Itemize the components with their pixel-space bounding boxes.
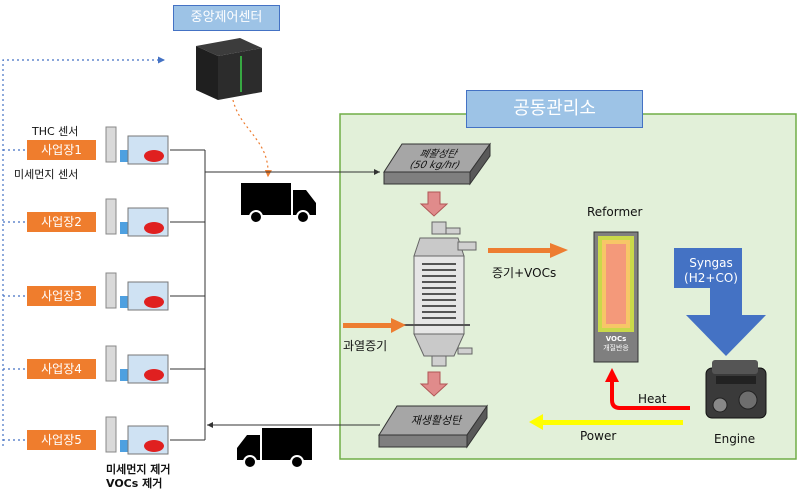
reformer-unit xyxy=(593,231,639,363)
truck-from-facility xyxy=(237,428,312,469)
site-equipment-2 xyxy=(105,198,169,237)
server-image xyxy=(196,38,262,100)
reformer-label: Reformer xyxy=(587,205,643,219)
power-arrow xyxy=(543,420,683,425)
site-1[interactable]: 사업장1 xyxy=(27,140,96,160)
power-label: Power xyxy=(580,429,617,443)
syngas-arrow xyxy=(674,248,766,356)
site-equipment-1 xyxy=(105,126,169,165)
control-center-label: 중앙제어센터 xyxy=(173,5,280,31)
reformer-inner-label: VOCs 개질반응 xyxy=(603,335,629,352)
site-3[interactable]: 사업장3 xyxy=(27,286,96,306)
steam-vocs-label: 증기+VOCs xyxy=(492,266,557,280)
dust-sensor-label: 미세먼지 센서 xyxy=(14,168,79,181)
engine-label: Engine xyxy=(714,432,756,446)
waste-carbon-label: 폐활성탄 (50 kg/hr) xyxy=(408,149,462,171)
dotted-blue-connector xyxy=(2,56,165,446)
engine-image xyxy=(705,360,767,419)
dust-removal-label: 미세먼지 제거 xyxy=(106,463,171,476)
down-arrow-2 xyxy=(419,371,449,397)
site-4[interactable]: 사업장4 xyxy=(27,359,96,379)
superheated-steam-label: 과열증기 xyxy=(343,339,388,353)
superheated-steam-arrow xyxy=(343,318,406,333)
heat-arrow xyxy=(610,380,690,410)
site-2[interactable]: 사업장2 xyxy=(27,212,96,232)
regen-carbon-label: 재생활성탄 xyxy=(410,414,462,427)
vocs-removal-label: VOCs 제거 xyxy=(106,477,163,490)
heat-label: Heat xyxy=(638,392,667,406)
regen-carbon-slab xyxy=(378,404,488,449)
site-equipment-5 xyxy=(105,416,169,455)
server-to-truck-connector xyxy=(232,99,272,178)
joint-facility-label: 공동관리소 xyxy=(466,90,643,128)
waste-carbon-slab xyxy=(383,142,491,186)
site-equipment-4 xyxy=(105,345,169,384)
heat-exchanger xyxy=(404,221,477,367)
truck-to-facility xyxy=(241,183,316,224)
thc-sensor-label: THC 센서 xyxy=(32,125,79,138)
down-arrow-1 xyxy=(419,191,449,217)
syngas-label: Syngas (H2+CO) xyxy=(684,256,738,285)
steam-vocs-arrow xyxy=(488,243,568,258)
site-equipment-3 xyxy=(105,272,169,311)
site-5[interactable]: 사업장5 xyxy=(27,430,96,450)
